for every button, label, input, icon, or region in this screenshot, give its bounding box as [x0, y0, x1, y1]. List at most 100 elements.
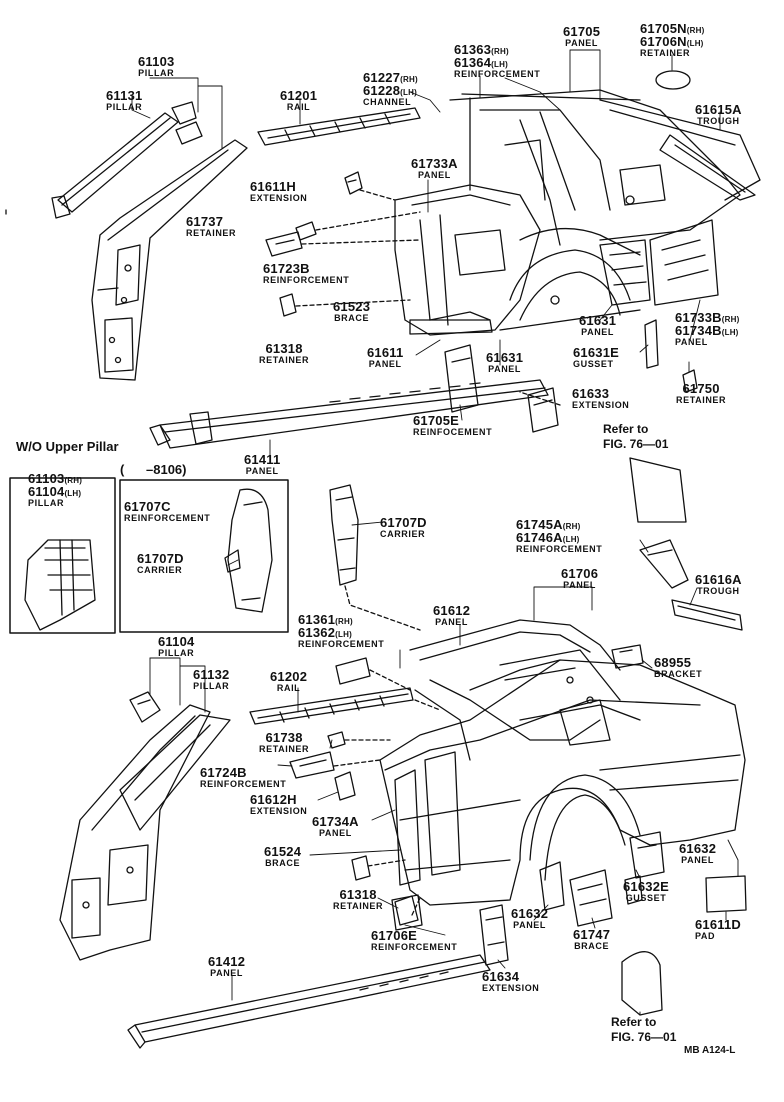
part-name: RETAINER	[640, 48, 691, 58]
part-name: PANEL	[681, 855, 714, 865]
part-name: TROUGH	[697, 586, 740, 596]
side-suffix-2: (LH)	[491, 60, 508, 69]
callout-61363-reinforcement: 61363(RH) 61364(LH) REINFORCEMENT	[454, 43, 540, 79]
carrier-61707d-box-drawing	[224, 549, 241, 573]
part-number-2: 61746A	[516, 530, 563, 545]
part-name: PANEL	[488, 364, 521, 374]
part-number: 61734A	[312, 814, 359, 829]
part-number: 61412	[208, 954, 246, 969]
reinforcement-61707c-drawing	[227, 488, 273, 613]
part-number: 61615A	[695, 102, 742, 117]
callout-61611d-pad: 61611D PAD	[695, 918, 741, 941]
callout-61318-retainer-lower: 61318 RETAINER	[333, 888, 383, 911]
side-suffix: (RH)	[400, 75, 418, 84]
part-name: RETAINER	[676, 395, 727, 405]
retainer-61318-drawing	[279, 293, 297, 317]
part-number: 61612H	[250, 792, 297, 807]
bracket-68955-drawing	[611, 644, 644, 669]
brace-61524-drawing	[351, 855, 371, 881]
part-number: 61103	[138, 54, 175, 69]
box-wo-upper-pillar	[9, 477, 116, 634]
callout-61734a-panel: 61734A PANEL	[312, 815, 359, 838]
part-number: 61363	[454, 42, 492, 57]
rail-61202-drawing	[249, 687, 414, 725]
reinforcement-61745a-drawing	[639, 539, 689, 589]
side-suffix-2: (LH)	[721, 328, 739, 337]
pad-61611d-drawing	[705, 875, 747, 913]
part-name: PANEL	[435, 617, 468, 627]
callout-61524-brace: 61524 BRACE	[264, 845, 301, 868]
part-number: 61733A	[411, 156, 458, 171]
extension-61634-drawing	[479, 904, 509, 966]
box-date-range	[119, 479, 289, 633]
part-name: REINFORCEMENT	[516, 544, 603, 554]
callout-61411-panel: 61411 PANEL	[244, 453, 280, 476]
note-refer-bottom-line1: Refer to	[611, 1015, 657, 1029]
part-name: CARRIER	[137, 565, 183, 575]
pillar-61131-drawing	[51, 101, 203, 219]
part-name: PANEL	[210, 968, 243, 978]
panel-61733b-drawing	[649, 219, 719, 306]
callout-68955-bracket: 68955 BRACKET	[654, 656, 702, 679]
callout-61523-brace: 61523 BRACE	[333, 300, 370, 323]
extension-61612h-drawing	[334, 771, 356, 801]
part-number: 61201	[280, 88, 318, 103]
part-number: 61132	[193, 667, 230, 682]
part-name: BRACE	[334, 313, 370, 323]
leader-lines-solid	[131, 49, 739, 1016]
part-number: 61202	[270, 669, 308, 684]
callout-61104-pillar: 61104 PILLAR	[158, 635, 194, 658]
side-suffix-2: (LH)	[400, 88, 417, 97]
callout-61707c-reinforcement: 61707C REINFORCEMENT	[124, 500, 210, 523]
part-name: PILLAR	[158, 648, 195, 658]
panel-61631-drawing	[599, 239, 651, 306]
part-number: 61103	[28, 471, 65, 486]
part-name: PILLAR	[193, 681, 230, 691]
part-number-2: 61228	[363, 83, 401, 98]
gusset-61631e-drawing	[644, 319, 659, 369]
callout-61631-panel-right: 61631 PANEL	[579, 314, 616, 337]
part-number: 61738	[265, 730, 303, 745]
part-name: CARRIER	[380, 529, 426, 539]
part-name: RETAINER	[259, 744, 310, 754]
panel-61632-lower-drawing	[539, 861, 565, 911]
part-name: EXTENSION	[572, 400, 630, 410]
panel-61412-drawing	[127, 954, 491, 1049]
callout-61412-panel: 61412 PANEL	[208, 955, 245, 978]
part-name: RAIL	[286, 102, 311, 112]
part-number: 61633	[572, 386, 610, 401]
part-number: 61411	[244, 452, 281, 467]
part-name: PANEL	[675, 337, 708, 347]
callout-61616a-trough: 61616A TROUGH	[695, 573, 742, 596]
panel-refer-bottom-drawing	[621, 951, 663, 1016]
callout-61634-extension: 61634 EXTENSION	[482, 970, 539, 993]
callout-61706-panel: 61706 PANEL	[561, 567, 598, 590]
part-name: REINFOCEMENT	[413, 427, 493, 437]
part-number: 61737	[186, 214, 224, 229]
part-name: RETAINER	[333, 901, 384, 911]
part-number: 61611H	[250, 179, 297, 194]
part-number-2: 61362	[298, 625, 336, 640]
note-refer-bottom-line2: FIG. 76—01	[611, 1030, 677, 1044]
part-number: 61611	[367, 345, 404, 360]
part-number: 61612	[433, 603, 471, 618]
part-number: 61707D	[380, 515, 427, 530]
callout-61733b-panel: 61733B(RH) 61734B(LH) PANEL	[675, 311, 739, 347]
side-suffix: (RH)	[335, 617, 353, 626]
part-number: 61705	[563, 24, 601, 39]
callout-61103-pillar: 61103 PILLAR	[138, 55, 174, 78]
part-number: 61707D	[137, 551, 184, 566]
callout-61705e-reinforcement: 61705E REINFOCEMENT	[413, 414, 492, 437]
panel-61411-drawing	[149, 379, 549, 449]
callout-61631-panel-center: 61631 PANEL	[486, 351, 523, 374]
part-number: 61705E	[413, 413, 460, 428]
callout-61612h-extension: 61612H EXTENSION	[250, 793, 307, 816]
callout-61632e-gusset: 61632E GUSSET	[623, 880, 669, 903]
side-suffix: (RH)	[562, 522, 581, 531]
callout-61632-panel-right: 61632 PANEL	[679, 842, 716, 865]
callout-61611h-extension: 61611H EXTENSION	[250, 180, 307, 203]
part-name: BRACKET	[654, 669, 703, 679]
callout-61131-pillar: 61131 PILLAR	[106, 89, 142, 112]
callout-61361-reinforcement: 61361(RH) 61362(LH) REINFORCEMENT	[298, 613, 384, 649]
quarter-shell-upper	[394, 89, 761, 336]
